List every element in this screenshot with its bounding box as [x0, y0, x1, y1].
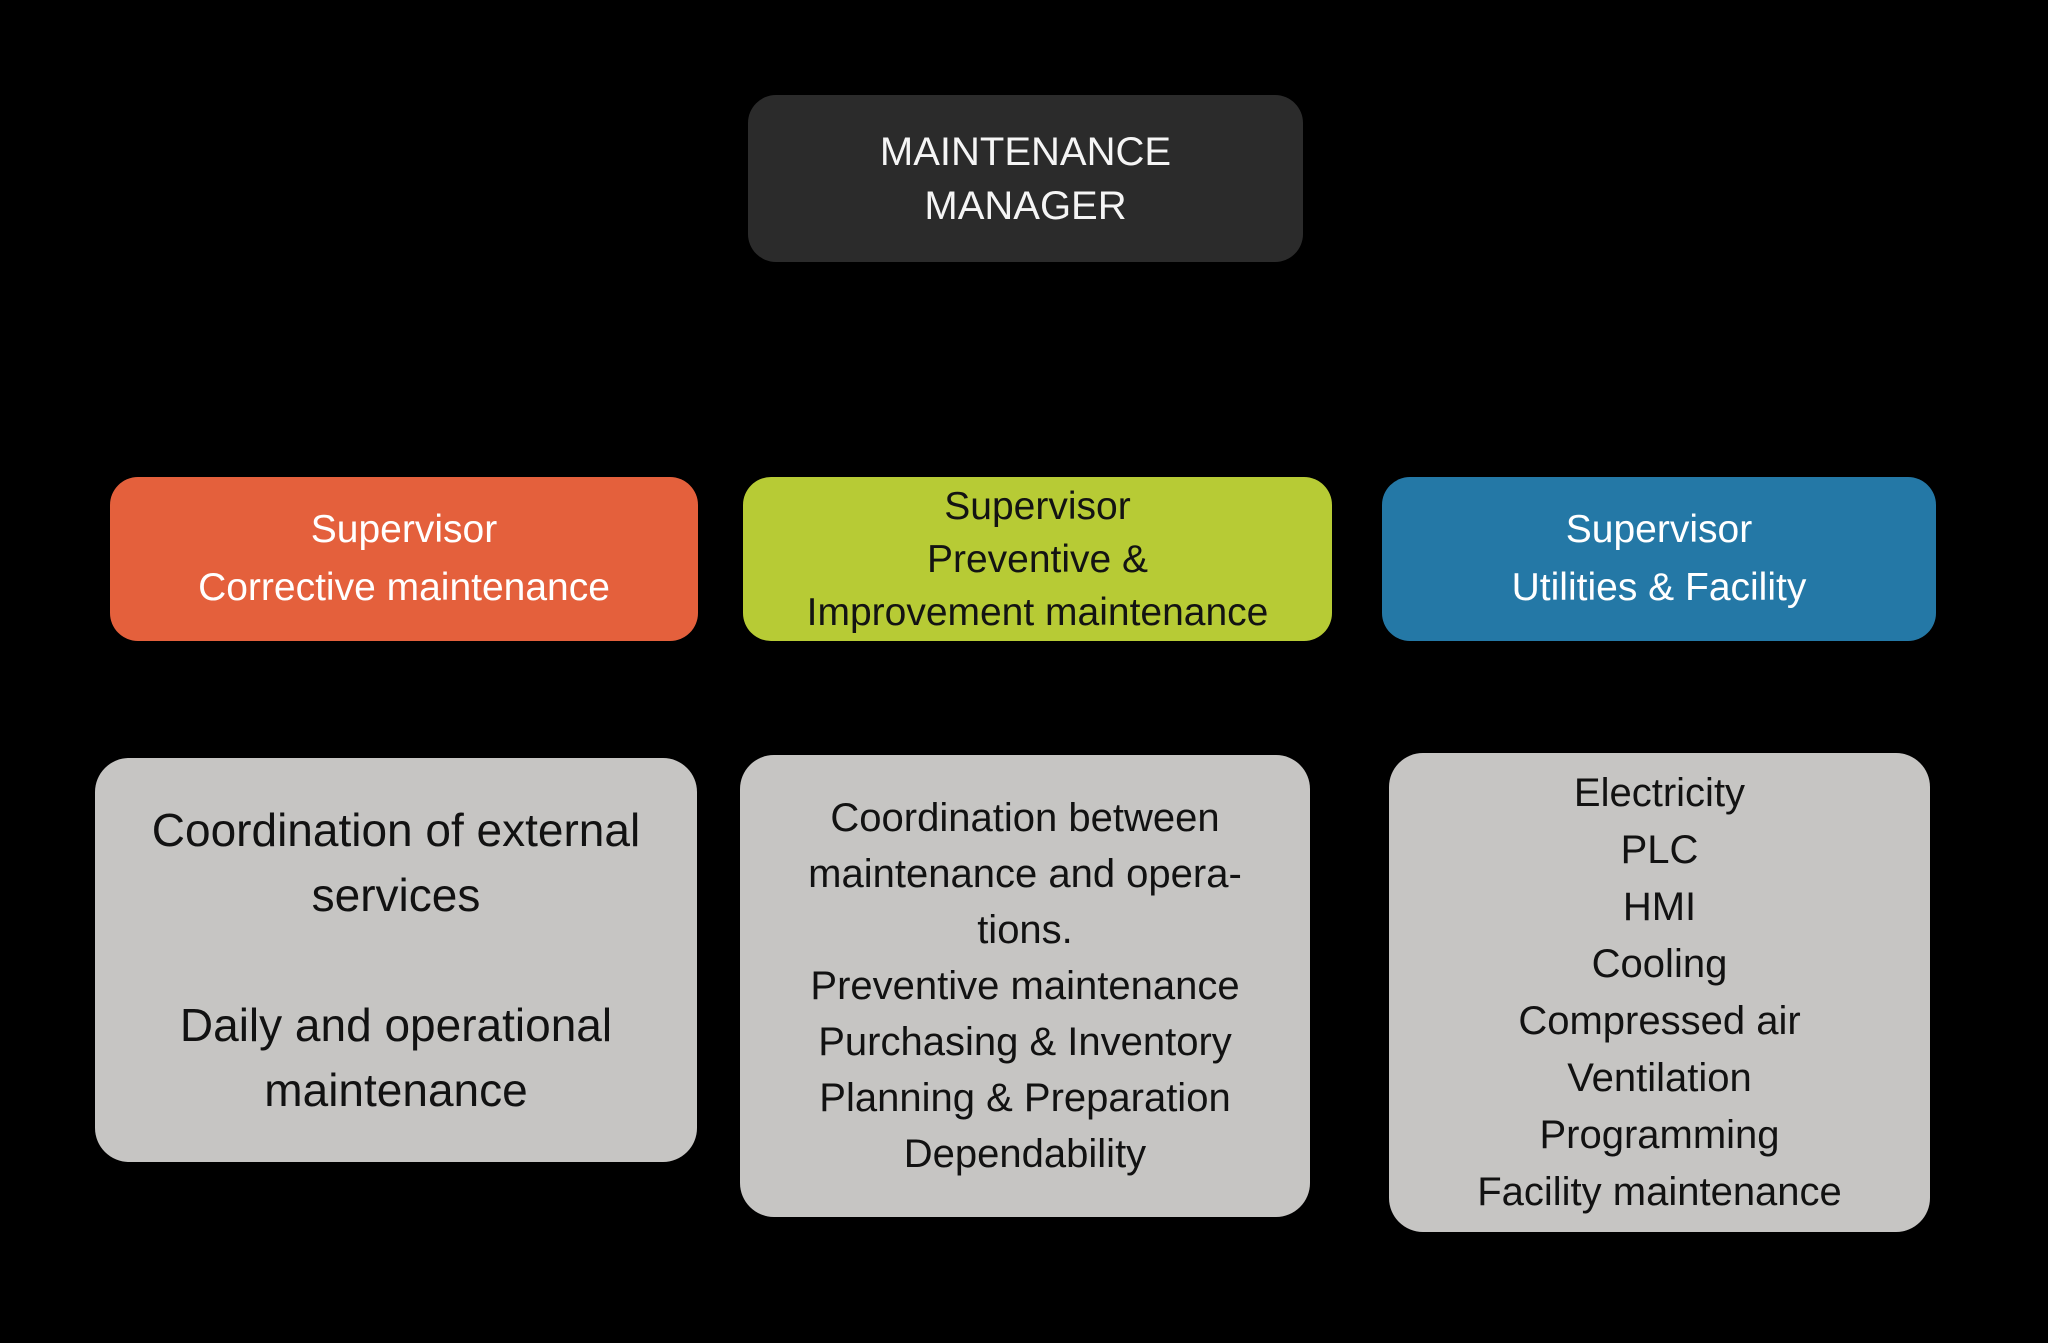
preventive-responsibility: Preventive maintenance — [810, 964, 1240, 1008]
preventive-responsibility: Coordination between — [830, 796, 1220, 840]
supervisor-utilities-line: Supervisor — [1565, 508, 1753, 551]
utilities-responsibility: Cooling — [1591, 941, 1728, 986]
supervisor-preventive-line: Supervisor — [944, 484, 1131, 528]
preventive-responsibility: Planning & Preparation — [819, 1076, 1231, 1120]
supervisor-utilities-line: Utilities & Facility — [1511, 566, 1807, 609]
utilities-responsibility: Electricity — [1573, 770, 1746, 815]
supervisor-preventive-line: Preventive & — [926, 537, 1149, 581]
corrective-responsibility: Daily and operational — [179, 998, 613, 1051]
utilities-responsibility: HMI — [1622, 884, 1697, 929]
preventive-responsibility: Purchasing & Inventory — [818, 1020, 1232, 1064]
supervisor-preventive-line: Improvement maintenance — [806, 590, 1269, 634]
corrective-responsibility: services — [311, 868, 481, 921]
supervisor-utilities-box: Supervisor Utilities & Facility — [1382, 477, 1936, 641]
utilities-responsibility: PLC — [1620, 827, 1699, 872]
maintenance-manager-box: MAINTENANCE MANAGER — [748, 95, 1303, 262]
manager-line: MANAGER — [924, 183, 1127, 228]
corrective-responsibility: Coordination of external — [151, 803, 641, 856]
manager-line: MAINTENANCE — [879, 129, 1172, 174]
preventive-responsibility: tions. — [977, 908, 1073, 952]
utilities-responsibility: Programming — [1539, 1112, 1780, 1157]
utilities-responsibility: Facility maintenance — [1477, 1169, 1842, 1214]
corrective-responsibility: maintenance — [264, 1063, 528, 1116]
supervisor-corrective-box: Supervisor Corrective maintenance — [110, 477, 698, 641]
preventive-responsibilities-box: Coordination between maintenance and ope… — [740, 755, 1310, 1217]
preventive-responsibility: maintenance and opera- — [808, 852, 1242, 896]
utilities-responsibilities-box: Electricity PLC HMI Cooling Compressed a… — [1389, 753, 1930, 1232]
supervisor-preventive-box: Supervisor Preventive & Improvement main… — [743, 477, 1332, 641]
supervisor-corrective-line: Corrective maintenance — [198, 566, 610, 609]
supervisor-corrective-line: Supervisor — [310, 508, 498, 551]
corrective-responsibilities-box: Coordination of external services Daily … — [95, 758, 697, 1162]
utilities-responsibility: Ventilation — [1567, 1055, 1752, 1100]
spacer-line — [390, 928, 403, 993]
utilities-responsibility: Compressed air — [1518, 998, 1801, 1043]
preventive-responsibility: Dependability — [903, 1132, 1147, 1176]
